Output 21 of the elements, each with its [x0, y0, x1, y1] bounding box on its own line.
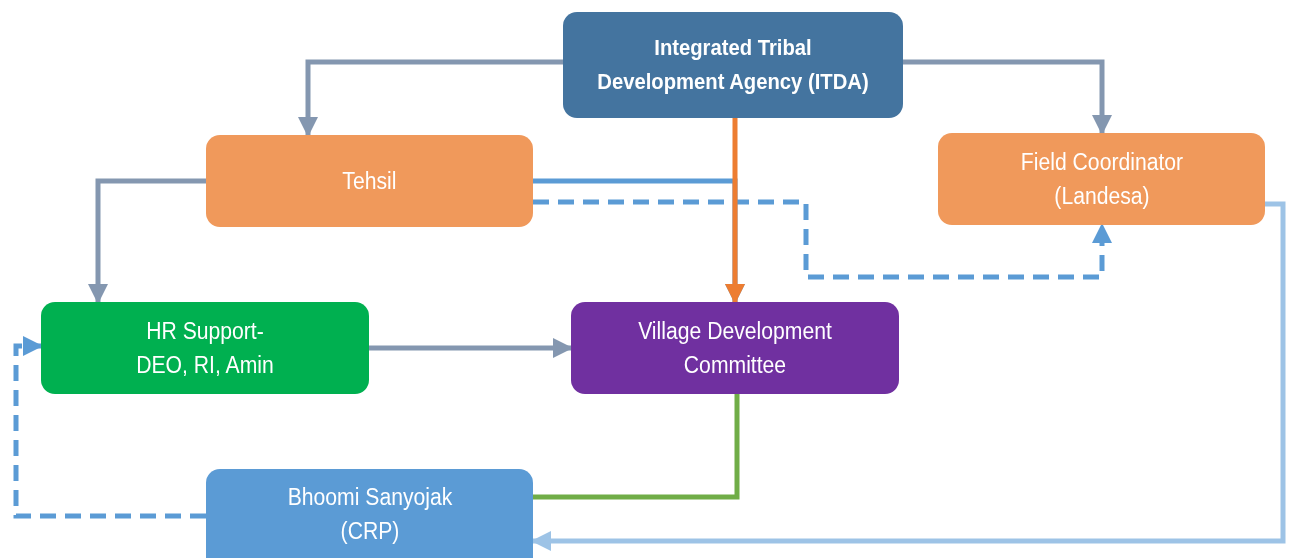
- arrow: [533, 199, 1112, 280]
- process-box: [571, 302, 899, 394]
- arrow: [725, 118, 745, 304]
- arrow: [13, 336, 206, 519]
- node-label: Tehsil: [342, 167, 397, 196]
- arrow: [298, 59, 563, 137]
- arrow: [369, 338, 573, 358]
- node-label: HR Support- DEO, RI, Amin: [135, 317, 275, 380]
- node-label: Field Coordinator (Landesa): [1019, 148, 1184, 211]
- node-label: Village Development Committee: [637, 317, 833, 380]
- node-label: Bhoomi Sanyojak (CRP): [286, 482, 453, 546]
- process-box: [563, 12, 903, 118]
- process-box: [206, 135, 533, 227]
- connector-line: [533, 394, 740, 500]
- process-box: [41, 302, 369, 394]
- arrow: [903, 59, 1112, 135]
- arrow: [531, 201, 1286, 551]
- process-box: [938, 133, 1265, 225]
- process-box: [206, 469, 533, 558]
- arrow: [88, 178, 206, 304]
- node-label: Integrated Tribal Development Agency (ITDA): [596, 34, 870, 96]
